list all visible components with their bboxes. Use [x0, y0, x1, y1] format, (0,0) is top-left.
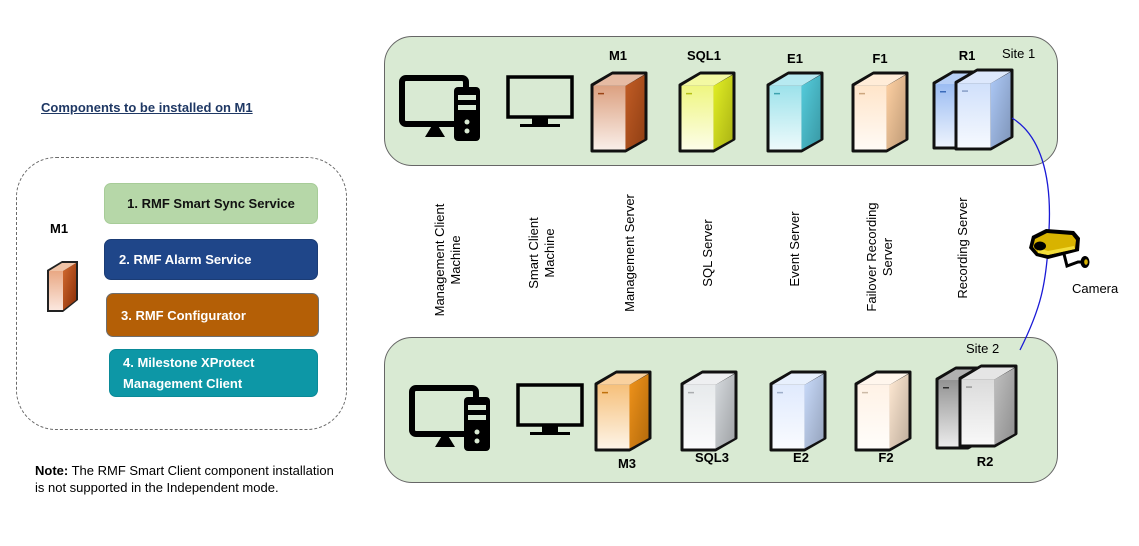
m1-components-group [16, 157, 347, 430]
server-icon-m1 [590, 71, 648, 153]
component-management-client: 4. Milestone XProtect Management Client [109, 349, 318, 397]
server-label-r1: R1 [958, 48, 976, 63]
server-label-r2: R2 [976, 454, 994, 469]
component-alarm-service: 2. RMF Alarm Service [104, 239, 318, 280]
server-icon-sql1 [678, 71, 736, 153]
server-label-e2: E2 [793, 450, 809, 465]
server-icon-f2 [854, 370, 912, 452]
server-label-m1: M1 [608, 48, 628, 63]
components-title[interactable]: Components to be installed on M1 [41, 100, 253, 115]
role-label-sql-server: SQL Server [700, 203, 716, 303]
site1-label: Site 1 [1002, 46, 1036, 61]
component-smart-sync-service: 1. RMF Smart Sync Service [104, 183, 318, 224]
role-line1: Event Server [787, 211, 802, 287]
server-label-sql1: SQL1 [687, 48, 721, 63]
component-management-client-line1: 4. Milestone XProtect [123, 355, 255, 370]
server-label-f1: F1 [872, 51, 888, 66]
component-configurator: 3. RMF Configurator [106, 293, 319, 337]
role-label-management-server: Management Server [622, 183, 638, 323]
server-icon-e1 [766, 71, 824, 153]
monitor-icon [506, 75, 574, 127]
server-icon-sql3 [680, 370, 738, 452]
monitor-icon [516, 383, 584, 435]
role-label-management-client-machine: Management Client Machine [432, 190, 464, 330]
m1-server-label: M1 [50, 221, 69, 236]
desktop-computer-icon [399, 75, 480, 141]
component-management-client-line2: Management Client [123, 376, 243, 391]
camera-label: Camera [1072, 281, 1119, 296]
role-line2: Machine [448, 235, 463, 285]
server-icon-r1 [954, 68, 1014, 151]
note-prefix: Note: [35, 463, 69, 478]
server-icon-m3 [594, 370, 652, 452]
desktop-computer-icon [409, 385, 490, 451]
camera-icon [1029, 229, 1090, 268]
role-line1: Smart Client [526, 217, 541, 289]
role-label-event-server: Event Server [787, 199, 803, 299]
role-line1: Recording Server [955, 197, 970, 299]
installation-note: Note: The RMF Smart Client component ins… [35, 462, 345, 496]
server-icon-f1 [851, 71, 909, 153]
role-label-recording-server: Recording Server [955, 178, 971, 318]
role-line2: Server [880, 237, 895, 277]
server-label-sql3: SQL3 [695, 450, 729, 465]
server-label-e1: E1 [787, 51, 803, 66]
site2-label: Site 2 [966, 341, 1000, 356]
role-line1: Management Client [432, 203, 447, 317]
role-line1: Management Server [622, 194, 637, 312]
m1-server-icon [47, 261, 78, 312]
server-icon-e2 [769, 370, 827, 452]
role-label-smart-client-machine: Smart Client Machine [526, 193, 558, 313]
server-label-f2: F2 [878, 450, 894, 465]
server-icon-r2 [958, 364, 1018, 448]
note-text: The RMF Smart Client component installat… [35, 463, 334, 495]
server-label-m3: M3 [617, 456, 637, 471]
role-line1: Failover Recording [864, 202, 879, 312]
role-line2: Machine [542, 228, 557, 278]
role-line1: SQL Server [700, 219, 715, 287]
role-label-failover-recording-server: Failover Recording Server [864, 187, 896, 327]
